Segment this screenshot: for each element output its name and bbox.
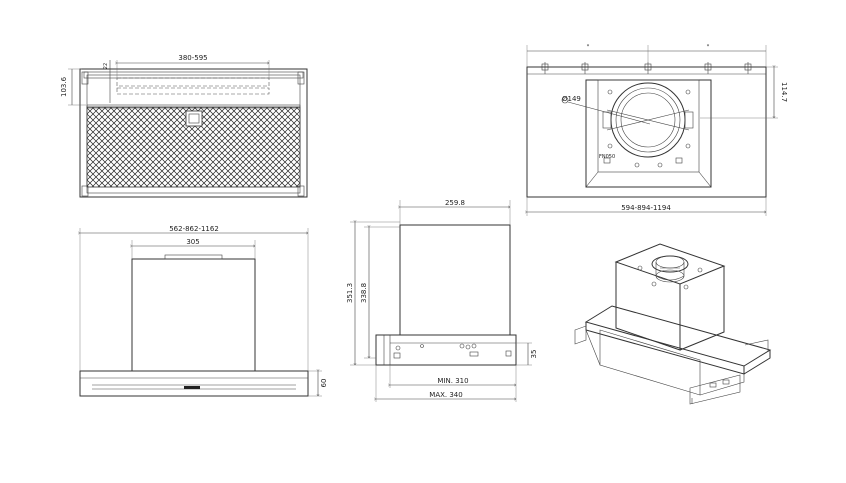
front-view: 562-862-1162 305 60 <box>80 225 328 397</box>
control-panel <box>184 386 200 389</box>
dim-side-top: 259.8 <box>445 199 465 207</box>
dim-front-height: 60 <box>320 379 328 388</box>
dim-side-inner: 338.8 <box>360 283 368 303</box>
bottom-view: 380-595 103.6 22 <box>60 54 308 198</box>
filter-handle <box>185 110 203 127</box>
dim-front-total: 562-862-1162 <box>169 225 219 233</box>
dim-bottom-width: 380-595 <box>178 54 207 62</box>
dim-front-chimney: 305 <box>186 238 199 246</box>
fan-outlet <box>651 255 689 273</box>
dim-top-depth: 114.7 <box>780 82 788 102</box>
dim-side-outer: 351.3 <box>346 283 354 303</box>
dim-top-diameter: Ø149 <box>562 95 581 103</box>
marker-left: * <box>587 44 590 50</box>
dim-side-min: MIN. 310 <box>437 377 468 385</box>
dim-side-max: MAX. 340 <box>429 391 462 399</box>
dim-side-small: 35 <box>530 350 538 359</box>
dim-top-total: 594-894-1194 <box>621 204 671 212</box>
isometric-view <box>574 243 772 405</box>
side-view: 259.8 351.3 338.8 35 MIN. 310 MAX. 340 <box>346 199 538 402</box>
marker-right: * <box>707 44 710 50</box>
fan-label: FN050 <box>599 154 615 160</box>
top-view: FN050 Ø149 114.7 * * 594-894-1194 <box>527 44 788 216</box>
dim-bottom-height: 103.6 <box>60 76 68 97</box>
dim-bottom-small: 22 <box>103 63 109 69</box>
